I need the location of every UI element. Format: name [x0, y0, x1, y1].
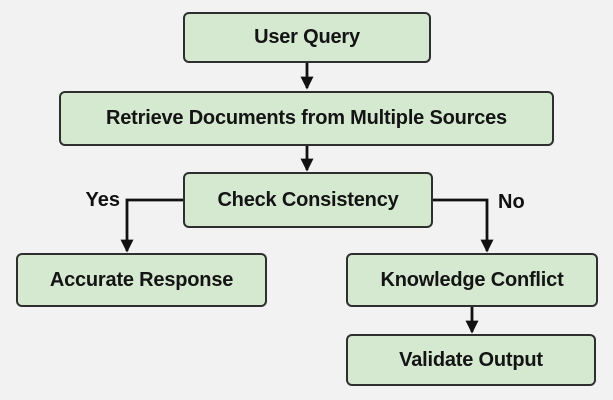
- node-validate-output: Validate Output: [346, 334, 596, 386]
- edge-check-to-knowledge-no: [433, 198, 494, 253]
- node-accurate-response: Accurate Response: [16, 253, 267, 307]
- edge-label-no: No: [498, 191, 525, 213]
- node-validate-output-label: Validate Output: [399, 348, 543, 371]
- node-user-query-label: User Query: [254, 26, 360, 48]
- node-accurate-response-label: Accurate Response: [49, 268, 234, 291]
- node-knowledge-conflict: Knowledge Conflict: [346, 253, 598, 307]
- edge-check-to-accurate-yes: [120, 198, 183, 253]
- node-user-query: User Query: [183, 12, 431, 63]
- node-check-consistency-label: Check Consistency: [217, 188, 399, 211]
- node-retrieve-documents-label: Retrieve Documents from Multiple Sources: [106, 107, 507, 129]
- node-knowledge-conflict-label: Knowledge Conflict: [380, 268, 564, 291]
- node-check-consistency: Check Consistency: [183, 172, 433, 228]
- node-retrieve-documents: Retrieve Documents from Multiple Sources: [59, 91, 554, 146]
- edge-label-yes: Yes: [85, 189, 120, 211]
